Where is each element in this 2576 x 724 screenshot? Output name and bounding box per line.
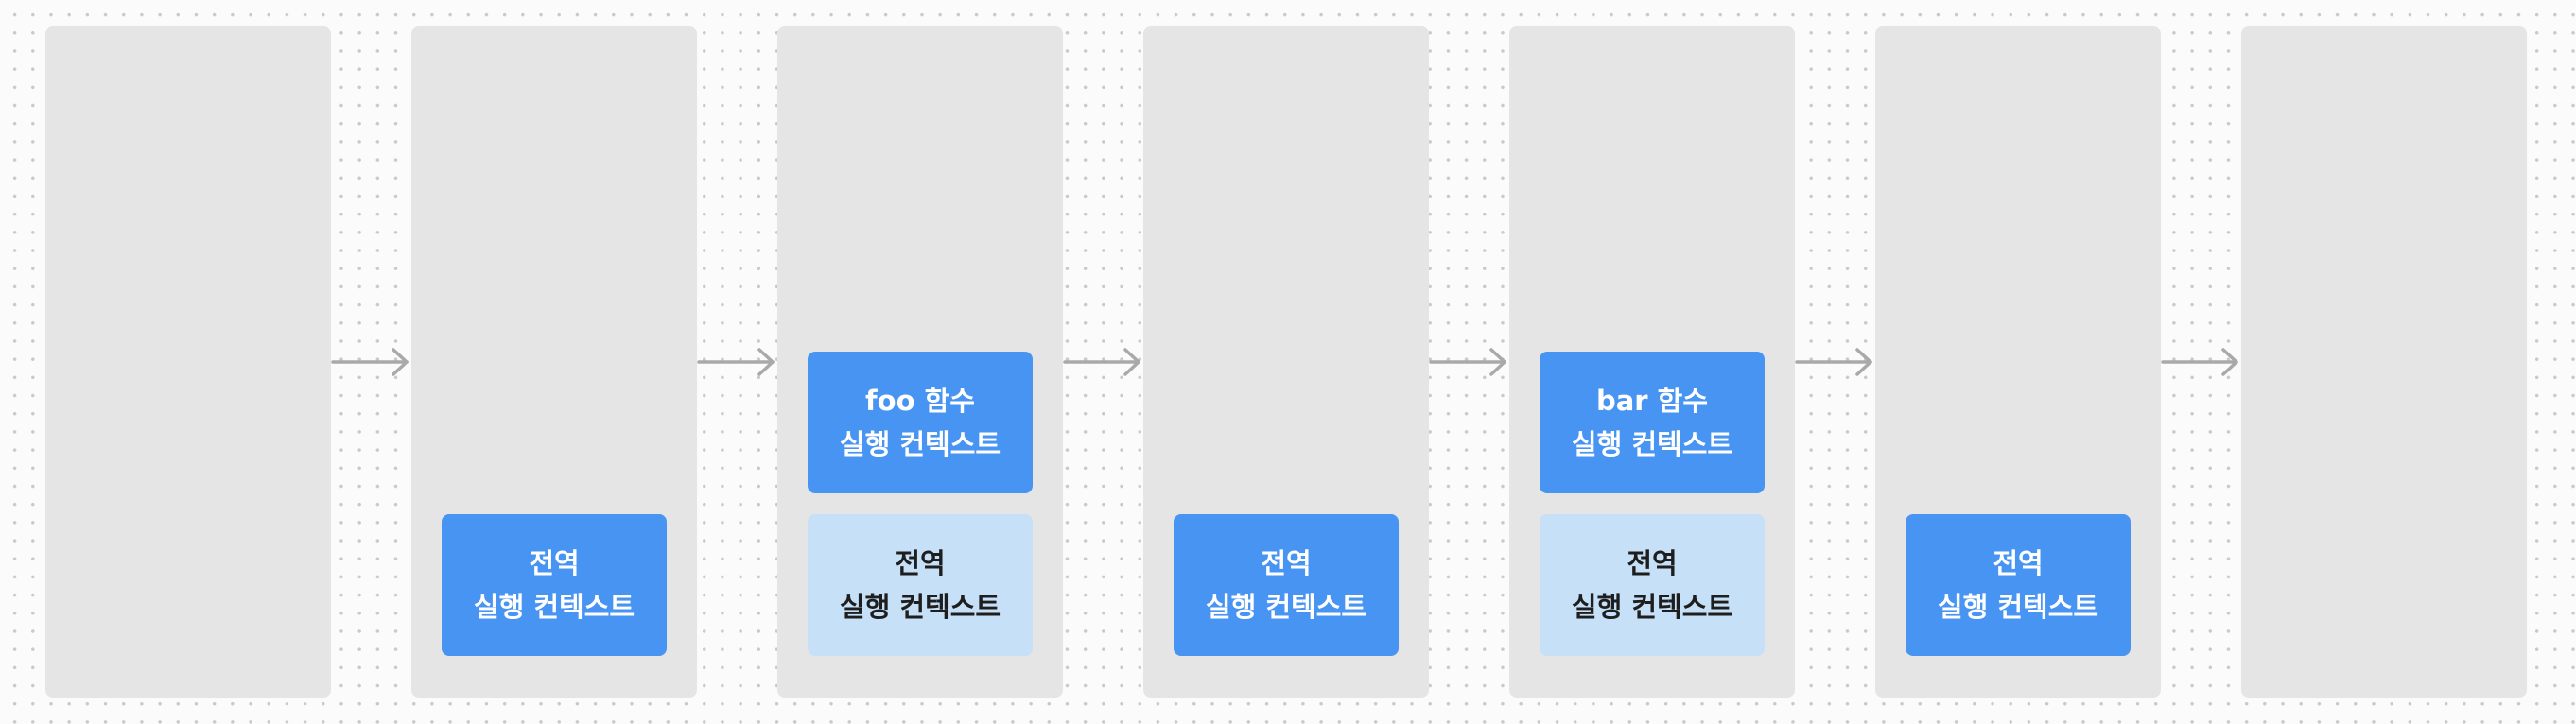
arrow-right-icon [697,348,775,376]
call-stack-7 [2241,26,2527,698]
global-execution-context: 전역 실행 컨텍스트 [1540,514,1765,656]
context-label: 실행 컨텍스트 [839,591,1001,623]
call-stack-3: foo 함수 실행 컨텍스트 전역 실행 컨텍스트 [777,26,1063,698]
call-stack-2: 전역 실행 컨텍스트 [411,26,697,698]
global-execution-context: 전역 실행 컨텍스트 [1906,514,2131,656]
context-label: 실행 컨텍스트 [1937,591,2099,623]
call-stack-1 [45,26,331,698]
context-name: 전역 [895,547,946,579]
context-name: foo 함수 [865,385,975,417]
context-label: 실행 컨텍스트 [839,428,1001,460]
context-label: 실행 컨텍스트 [1571,591,1733,623]
context-name: 전역 [1993,547,2044,579]
context-label: 실행 컨텍스트 [1571,428,1733,460]
call-stack-5: bar 함수 실행 컨텍스트 전역 실행 컨텍스트 [1509,26,1795,698]
context-label: 실행 컨텍스트 [1205,591,1367,623]
bar-execution-context: bar 함수 실행 컨텍스트 [1540,352,1765,493]
arrow-right-icon [2161,348,2238,376]
foo-execution-context: foo 함수 실행 컨텍스트 [808,352,1033,493]
global-execution-context: 전역 실행 컨텍스트 [808,514,1033,656]
call-stack-6: 전역 실행 컨텍스트 [1875,26,2161,698]
global-execution-context: 전역 실행 컨텍스트 [442,514,667,656]
context-name: 전역 [1627,547,1678,579]
context-name: bar 함수 [1595,385,1709,417]
arrow-right-icon [1063,348,1140,376]
arrow-right-icon [1429,348,1506,376]
arrow-right-icon [331,348,409,376]
context-name: 전역 [1261,547,1312,579]
context-name: 전역 [529,547,580,579]
call-stack-4: 전역 실행 컨텍스트 [1143,26,1429,698]
global-execution-context: 전역 실행 컨텍스트 [1174,514,1399,656]
arrow-right-icon [1795,348,1872,376]
context-label: 실행 컨텍스트 [473,591,635,623]
